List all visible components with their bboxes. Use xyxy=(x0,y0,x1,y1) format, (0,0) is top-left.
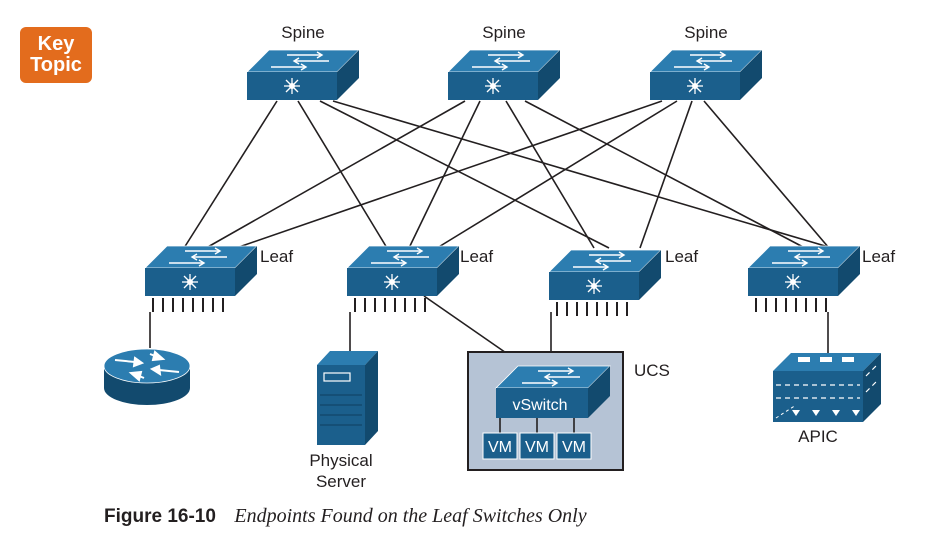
leaf-ports-4 xyxy=(755,297,827,313)
ucs-label: UCS xyxy=(634,361,670,380)
spine-label-1: Spine xyxy=(281,23,324,42)
vm-box-1 xyxy=(482,432,518,460)
physical-server-label-line2: Server xyxy=(316,472,366,491)
figure-title: Endpoints Found on the Leaf Switches Onl… xyxy=(234,505,587,527)
key-topic-badge: Key Topic xyxy=(20,27,92,83)
leaf-ports-2 xyxy=(354,297,426,313)
physical-server-label-line1: Physical xyxy=(309,451,372,470)
leaf-label-2: Leaf xyxy=(460,247,493,266)
figure-number: Figure 16-10 xyxy=(104,506,216,527)
leaf-ports-3 xyxy=(556,301,628,317)
badge-line-2: Topic xyxy=(30,54,82,76)
router-icon xyxy=(103,348,191,405)
figure-caption: Figure 16-10 Endpoints Found on the Leaf… xyxy=(104,505,587,528)
physical-server-icon xyxy=(317,351,378,445)
spine-label-3: Spine xyxy=(684,23,727,42)
leaf-switch-4 xyxy=(747,245,861,297)
vswitch-label: vSwitch xyxy=(512,397,567,414)
vm-links xyxy=(499,418,575,433)
vm-box-3 xyxy=(556,432,592,460)
leaf-label-1: Leaf xyxy=(260,247,293,266)
vm-group: VM VM VM xyxy=(482,432,592,460)
leaf-switch-2 xyxy=(346,245,460,297)
leaf-switch-1 xyxy=(144,245,258,297)
vm-label-2: VM xyxy=(525,439,549,456)
vm-label-3: VM xyxy=(562,439,586,456)
vm-label-1: VM xyxy=(488,439,512,456)
fabric-links xyxy=(183,100,833,249)
leaf-switch-3 xyxy=(548,249,662,301)
spine-label-2: Spine xyxy=(482,23,525,42)
apic-icon xyxy=(773,353,881,422)
spine-switch-2 xyxy=(447,49,561,101)
vswitch-icon xyxy=(495,365,611,418)
leaf-label-3: Leaf xyxy=(665,247,698,266)
leaf-label-4: Leaf xyxy=(862,247,895,266)
apic-label: APIC xyxy=(798,427,838,446)
vm-box-2 xyxy=(519,432,555,460)
badge-line-1: Key xyxy=(37,33,75,55)
spine-switch-3 xyxy=(649,49,763,101)
leaf-ports-1 xyxy=(152,297,224,313)
spine-switch-1 xyxy=(246,49,360,101)
